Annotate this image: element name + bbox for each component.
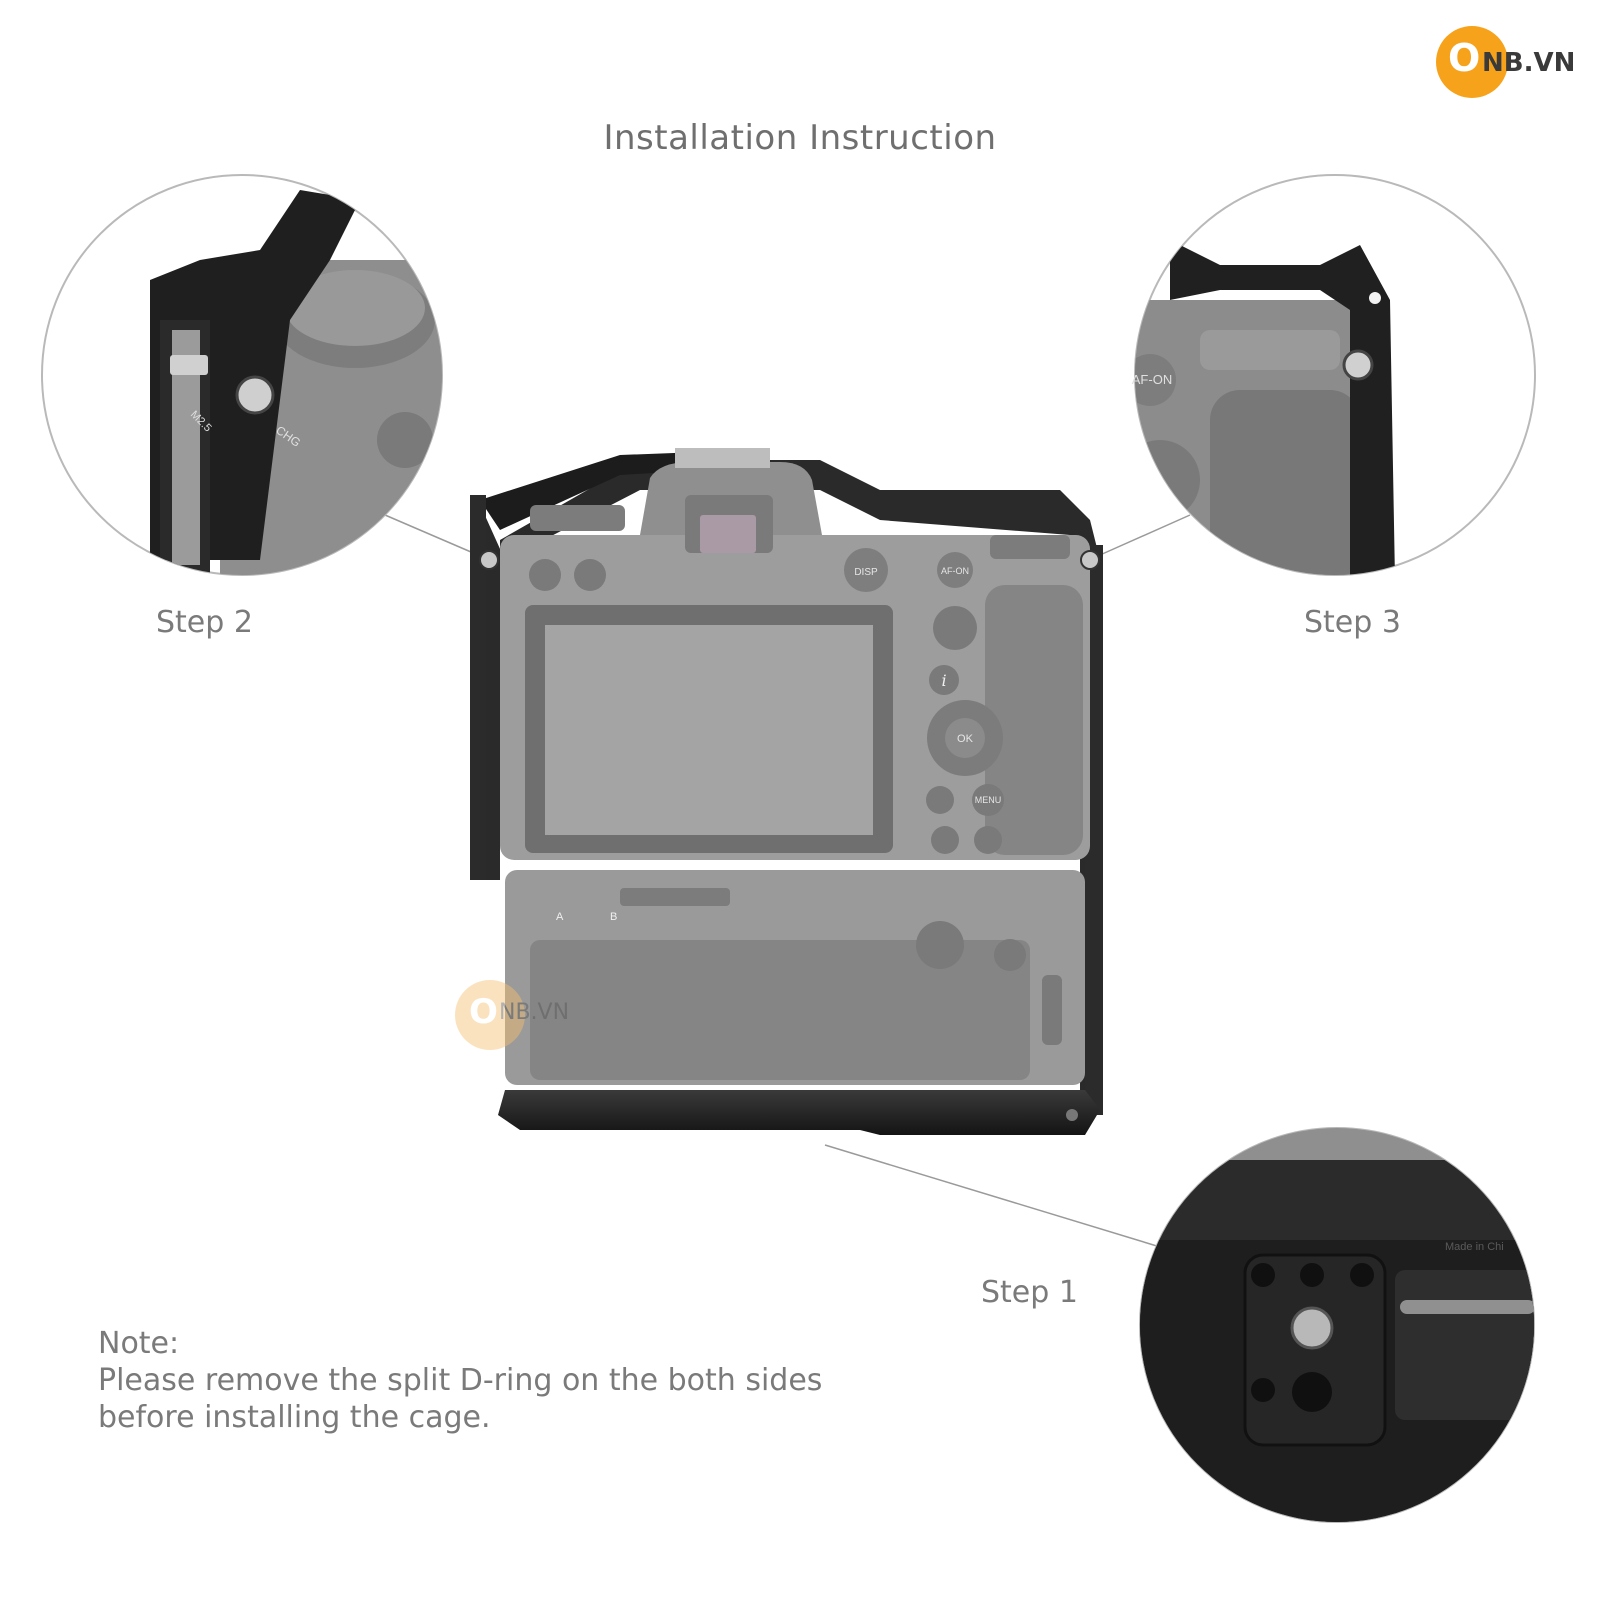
brand-logo: O NB.VN	[1436, 22, 1586, 102]
note-block: Note: Please remove the split D-ring on …	[98, 1325, 823, 1436]
watermark-letter: O	[469, 992, 498, 1032]
logo-letter: O	[1448, 36, 1481, 80]
detail-step3: AF-ON	[1132, 174, 1536, 576]
step1-label: Step 1	[981, 1275, 1078, 1310]
camera-label-made-in: Made in Chi	[1445, 1241, 1504, 1253]
detail-step2: M2.5 CHG	[41, 174, 443, 576]
note-line-1: Please remove the split D-ring on the bo…	[98, 1363, 823, 1398]
watermark: O NB.VN	[455, 980, 595, 1050]
note-heading: Note:	[98, 1326, 180, 1361]
step2-label: Step 2	[156, 605, 253, 640]
camera-label-disp: DISP	[854, 567, 878, 578]
note-line-2: before installing the cage.	[98, 1400, 491, 1435]
page-title: Installation Instruction	[603, 118, 997, 158]
logo-circle-icon	[1436, 26, 1508, 98]
camera-label-i: i	[941, 671, 946, 690]
leader-step3	[1099, 514, 1191, 556]
watermark-text: NB.VN	[499, 1000, 570, 1025]
camera-label-afon-detail: AF-ON	[1132, 372, 1172, 387]
detail-step1: Made in Chi	[1139, 1127, 1535, 1523]
watermark-circle-icon	[455, 980, 525, 1050]
camera-with-cage	[470, 448, 1103, 1135]
camera-label-b: B	[610, 911, 617, 923]
leader-step2	[384, 514, 479, 556]
logo-text: NB.VN	[1482, 48, 1576, 78]
camera-label-a: A	[556, 911, 564, 923]
leader-step1	[824, 1144, 1171, 1251]
camera-label-ok: OK	[957, 733, 974, 745]
step3-label: Step 3	[1304, 605, 1401, 640]
camera-label-afon: AF-ON	[941, 566, 969, 576]
camera-label-menu: MENU	[975, 795, 1002, 805]
